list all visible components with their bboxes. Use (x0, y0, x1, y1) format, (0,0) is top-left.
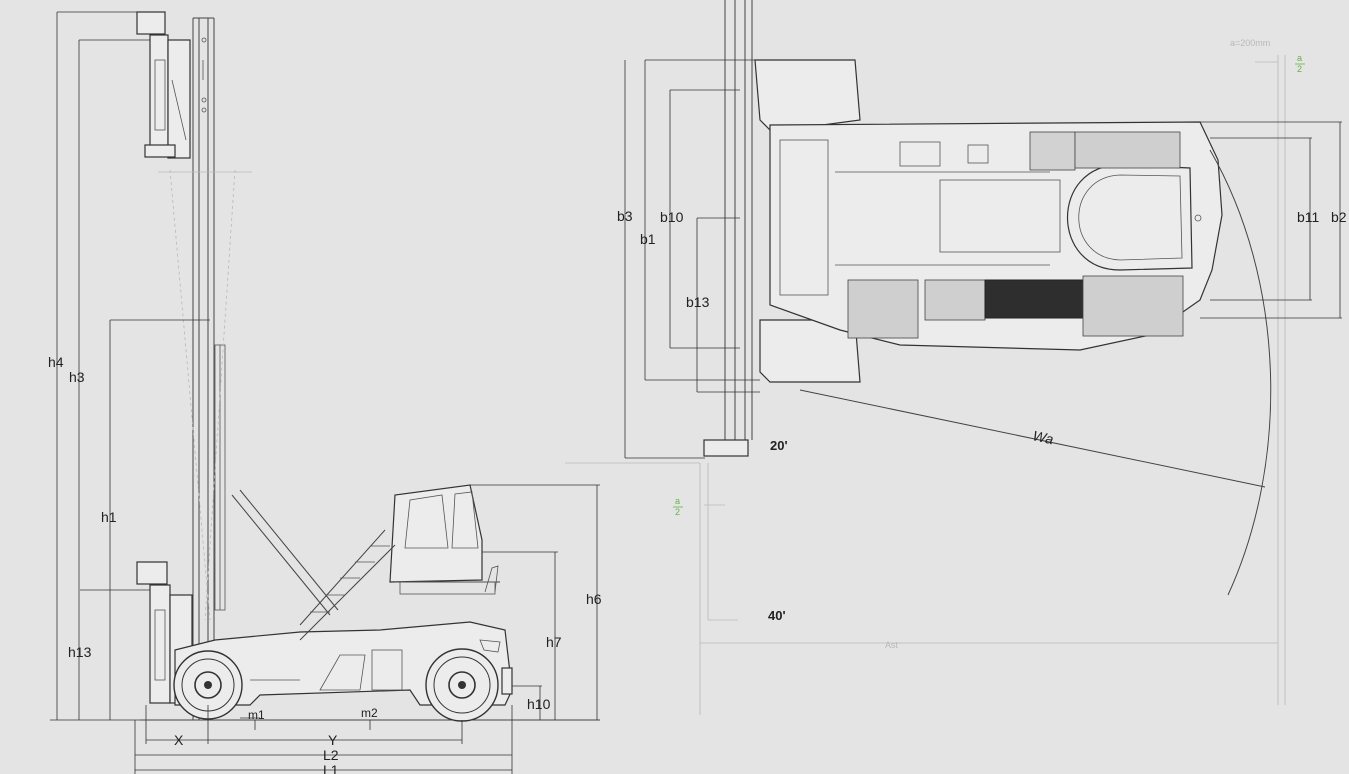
dim-b13: b13 (686, 294, 710, 310)
dim-b3: b3 (617, 208, 633, 224)
access-stairs (299, 529, 396, 641)
front-wheel (173, 650, 243, 720)
dim-h10: h10 (527, 696, 551, 712)
container-40ft-label: 40' (768, 608, 786, 623)
clearance-note: a=200mm (1230, 38, 1270, 48)
svg-text:a: a (675, 496, 680, 506)
dim-b1: b1 (640, 231, 656, 247)
rear-wheel (425, 648, 499, 722)
grille-panels (847, 131, 1184, 339)
dim-m2: m2 (361, 706, 378, 720)
dim-h4: h4 (48, 354, 64, 370)
dim-h13: h13 (68, 644, 92, 660)
dim-h7: h7 (546, 634, 562, 650)
top-dimensions (624, 59, 1342, 459)
spreader-raised (136, 11, 191, 159)
top-view: b3 b10 b1 b13 b11 b2 Wa 20' 40' a=200mm … (565, 0, 1347, 715)
dim-b2: b2 (1331, 209, 1347, 225)
svg-text:2: 2 (675, 507, 680, 517)
dim-h6: h6 (586, 591, 602, 607)
dim-b11: b11 (1297, 209, 1320, 225)
dim-Y: Y (328, 732, 338, 748)
half-clearance-mark-left: a 2 (673, 496, 683, 517)
mast (158, 17, 339, 720)
svg-text:2: 2 (1297, 64, 1302, 74)
dim-b10: b10 (660, 209, 684, 225)
dim-h3: h3 (69, 369, 85, 385)
side-view: h4 h3 h1 h13 h6 h7 h10 m1 m2 X Y L2 L1 (48, 11, 602, 774)
svg-text:a: a (1297, 53, 1302, 63)
dim-X: X (174, 732, 184, 748)
aisle-width-label: Ast (885, 640, 899, 650)
dim-L1: L1 (323, 762, 339, 774)
top-mast (703, 0, 753, 457)
half-clearance-mark-right: a 2 (1295, 53, 1305, 74)
container-20ft-label: 20' (770, 438, 788, 453)
dim-Wa: Wa (1031, 427, 1055, 447)
dim-m1: m1 (248, 708, 265, 722)
aisle-walls (565, 55, 1286, 715)
dim-h1: h1 (101, 509, 117, 525)
cab (389, 484, 500, 595)
dim-L2: L2 (323, 747, 339, 763)
side-dimensions (50, 11, 600, 774)
